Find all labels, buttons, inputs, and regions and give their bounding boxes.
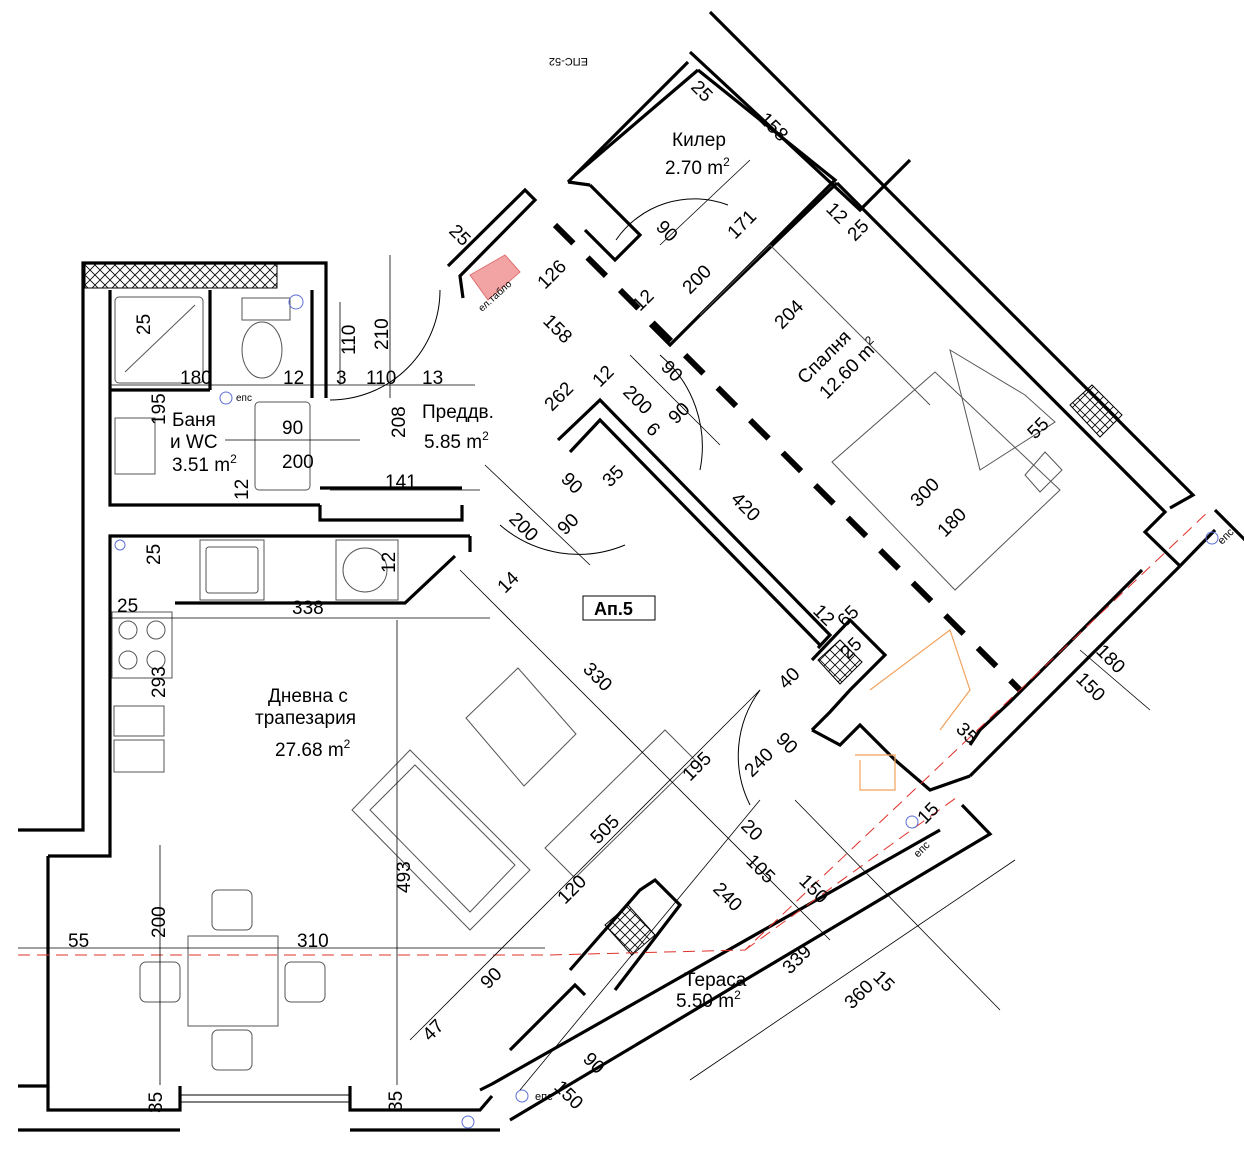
eps-label-1: епс bbox=[912, 839, 933, 860]
svg-text:300: 300 bbox=[907, 474, 944, 511]
svg-text:90: 90 bbox=[578, 1049, 608, 1079]
bath-name-2: и WC bbox=[170, 432, 218, 453]
svg-text:126: 126 bbox=[534, 256, 571, 293]
svg-text:505: 505 bbox=[587, 811, 624, 848]
svg-text:180: 180 bbox=[934, 504, 971, 541]
svg-text:13: 13 bbox=[422, 368, 443, 389]
svg-text:12: 12 bbox=[629, 286, 659, 316]
eps-label-4: епс bbox=[236, 393, 252, 404]
svg-text:12: 12 bbox=[379, 552, 400, 573]
svg-text:90: 90 bbox=[665, 399, 695, 429]
kiler-area: 2.70 m2 bbox=[665, 155, 730, 179]
svg-text:171: 171 bbox=[724, 206, 761, 243]
svg-text:150: 150 bbox=[1071, 669, 1108, 706]
svg-text:493: 493 bbox=[394, 861, 415, 893]
dimension-lines bbox=[18, 159, 1151, 1091]
svg-text:150: 150 bbox=[794, 871, 831, 908]
svg-text:90: 90 bbox=[477, 964, 507, 994]
svg-text:338: 338 bbox=[292, 598, 324, 619]
svg-text:12: 12 bbox=[232, 479, 253, 500]
svg-text:55: 55 bbox=[68, 931, 89, 952]
living-name-1: Дневна с bbox=[268, 686, 348, 707]
svg-text:240: 240 bbox=[741, 744, 778, 781]
svg-text:90: 90 bbox=[771, 729, 801, 759]
svg-text:210: 210 bbox=[372, 318, 393, 350]
svg-text:12: 12 bbox=[821, 199, 851, 229]
hall-area: 5.85 m2 bbox=[424, 429, 489, 453]
living-area: 27.68 m2 bbox=[275, 737, 351, 761]
bottom-window bbox=[180, 1094, 350, 1103]
svg-text:35: 35 bbox=[386, 1091, 407, 1112]
svg-text:180: 180 bbox=[180, 368, 212, 389]
svg-text:262: 262 bbox=[541, 378, 578, 415]
svg-text:180: 180 bbox=[1091, 641, 1128, 678]
walls bbox=[18, 10, 1244, 1132]
svg-text:141: 141 bbox=[385, 472, 417, 493]
mirror-tag: ЕПС-52 bbox=[549, 55, 588, 67]
terrace-area: 5.50 m2 bbox=[676, 988, 741, 1012]
svg-text:110: 110 bbox=[366, 368, 396, 389]
svg-text:339: 339 bbox=[779, 941, 816, 978]
svg-text:330: 330 bbox=[578, 659, 615, 696]
svg-text:40: 40 bbox=[775, 664, 805, 694]
svg-text:35: 35 bbox=[599, 462, 629, 492]
svg-text:200: 200 bbox=[504, 509, 541, 546]
svg-text:14: 14 bbox=[494, 568, 524, 598]
svg-text:35: 35 bbox=[146, 1092, 167, 1113]
svg-text:90: 90 bbox=[282, 418, 303, 439]
bath-area: 3.51 m2 bbox=[172, 452, 237, 476]
apartment-label: Ап.5 bbox=[594, 599, 633, 619]
kiler-name: Килер bbox=[672, 130, 726, 151]
svg-text:195: 195 bbox=[679, 748, 716, 785]
svg-text:293: 293 bbox=[149, 666, 170, 698]
svg-text:150: 150 bbox=[549, 1077, 586, 1114]
svg-text:195: 195 bbox=[149, 393, 170, 425]
svg-text:47: 47 bbox=[419, 1016, 449, 1046]
svg-text:25: 25 bbox=[144, 544, 165, 565]
svg-text:25: 25 bbox=[117, 596, 138, 617]
bath-name-1: Баня bbox=[172, 410, 216, 431]
svg-text:90: 90 bbox=[651, 217, 681, 247]
svg-text:240: 240 bbox=[708, 879, 745, 916]
wardrobe-dashed-line bbox=[552, 222, 1023, 693]
svg-text:110: 110 bbox=[339, 325, 360, 355]
svg-text:310: 310 bbox=[297, 931, 329, 952]
room-labels: Килер 2.70 m2 Спалня 12.60 m2 Преддв. 5.… bbox=[170, 55, 1237, 1103]
door-swings bbox=[329, 198, 761, 806]
svg-text:35: 35 bbox=[951, 719, 981, 749]
electrical-panel-icon bbox=[469, 254, 521, 301]
svg-text:6: 6 bbox=[641, 419, 663, 441]
svg-text:200: 200 bbox=[282, 452, 314, 473]
svg-text:20: 20 bbox=[736, 816, 766, 846]
svg-text:204: 204 bbox=[771, 296, 809, 334]
svg-text:25: 25 bbox=[844, 216, 874, 246]
svg-text:3: 3 bbox=[336, 368, 347, 389]
eps-label-2: епс bbox=[535, 1091, 553, 1103]
svg-text:25: 25 bbox=[134, 314, 155, 335]
svg-text:200: 200 bbox=[149, 906, 170, 938]
svg-text:90: 90 bbox=[556, 469, 586, 499]
svg-text:90: 90 bbox=[656, 357, 686, 387]
svg-text:120: 120 bbox=[554, 871, 591, 908]
living-name-2: трапезария bbox=[255, 708, 356, 729]
svg-text:158: 158 bbox=[538, 311, 575, 348]
svg-text:200: 200 bbox=[679, 261, 716, 298]
svg-text:420: 420 bbox=[726, 489, 763, 526]
svg-text:105: 105 bbox=[741, 851, 778, 888]
service-markers bbox=[114, 294, 1219, 1129]
svg-text:208: 208 bbox=[389, 406, 410, 438]
svg-text:12: 12 bbox=[283, 368, 304, 389]
terrace-name: Тераса bbox=[684, 970, 747, 991]
hall-name: Преддв. bbox=[422, 402, 494, 423]
svg-text:200: 200 bbox=[618, 382, 655, 419]
svg-text:12: 12 bbox=[589, 362, 619, 392]
furniture bbox=[111, 244, 1063, 1071]
red-dashed-lines bbox=[18, 509, 1211, 956]
dimension-labels: 25 158 171 12 25 90 200 12 204 25 126 15… bbox=[68, 77, 1129, 1114]
